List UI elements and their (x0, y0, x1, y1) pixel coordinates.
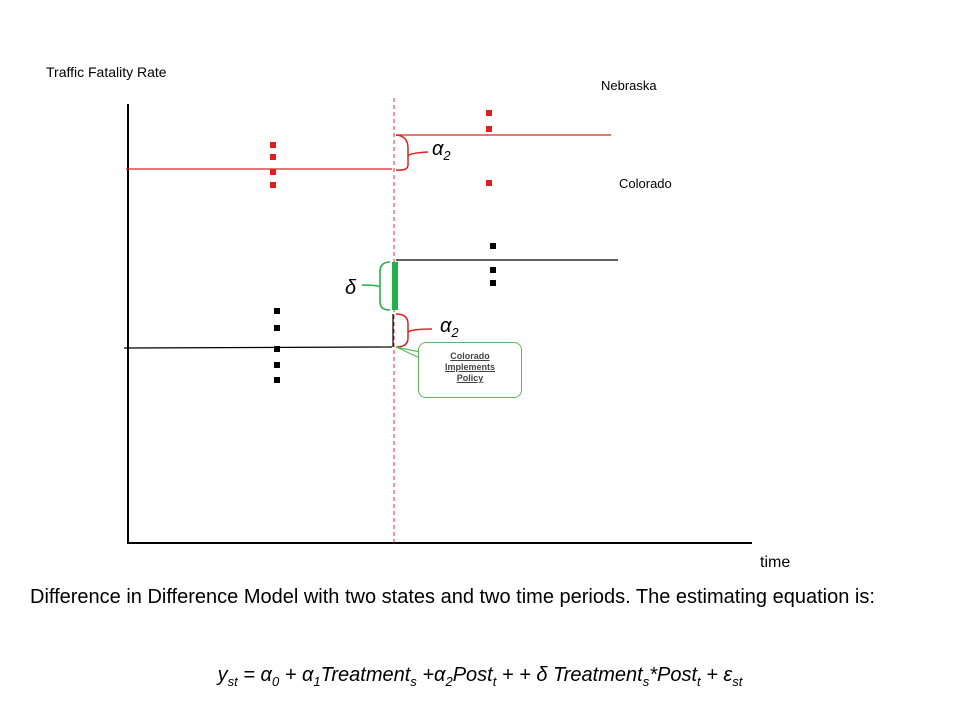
x-axis-label: time (760, 554, 791, 571)
delta-brace (361, 261, 391, 311)
callout-line-1: Colorado (450, 351, 490, 361)
black-dots-left (274, 308, 280, 383)
red-dots-left (270, 142, 276, 188)
callout-line-2: Implements (444, 362, 495, 372)
callout-pointer (395, 346, 421, 359)
colorado-label: Colorado (619, 176, 672, 191)
alpha-brace-bottom (395, 313, 433, 348)
alpha-label-bottom: α2 (440, 315, 459, 340)
nebraska-label: Nebraska (601, 78, 657, 93)
delta-label: δ (345, 277, 357, 299)
policy-callout: Colorado Implements Policy (418, 342, 522, 398)
colorado-pre-line (123, 346, 393, 349)
callout-line-3: Policy (456, 373, 484, 383)
black-dots-right (490, 243, 496, 286)
caption: Difference in Difference Model with two … (30, 586, 875, 608)
alpha-label-top: α2 (432, 138, 451, 163)
alpha-brace-top (395, 134, 429, 171)
red-dots-right (486, 110, 492, 186)
estimating-equation: yst = α0 + α1Treatments +α2Postt + + δ T… (217, 664, 743, 689)
y-axis-label: Traffic Fatality Rate (46, 64, 167, 80)
